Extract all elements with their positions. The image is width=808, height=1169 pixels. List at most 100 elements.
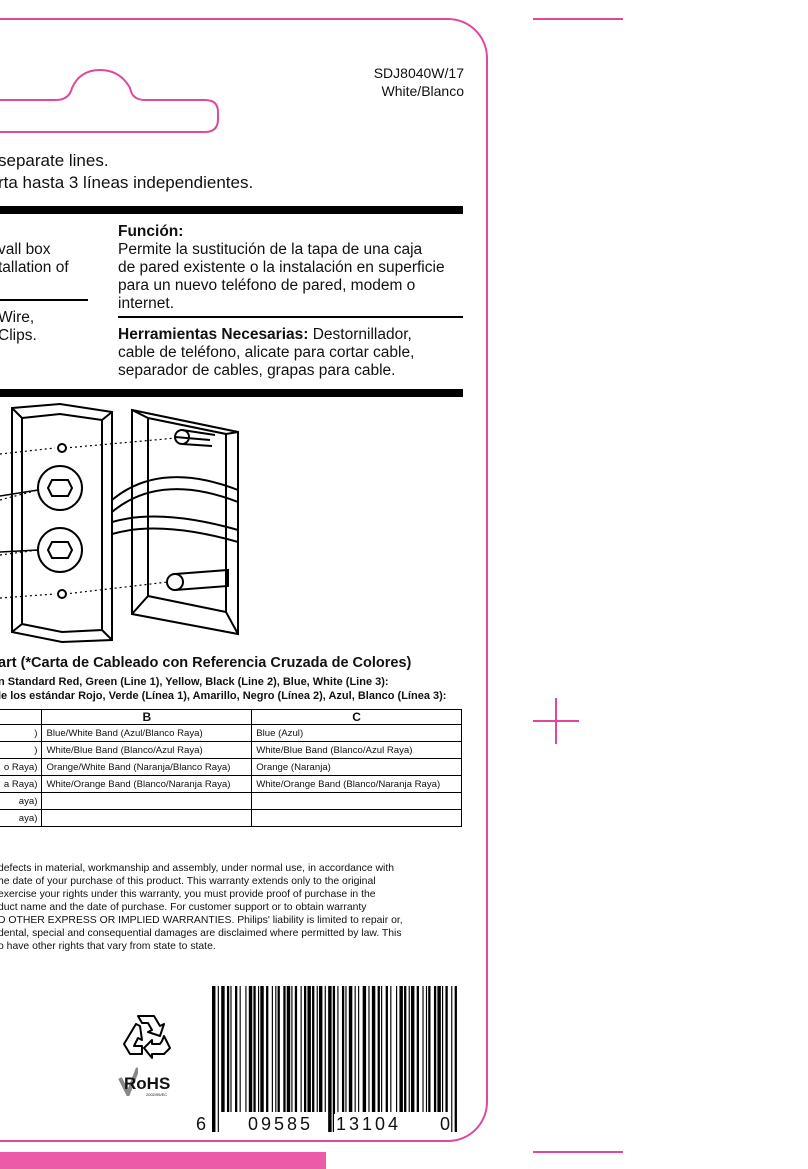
table-row: ) Blue/White Band (Azul/Blanco Raya) Blu… — [0, 724, 462, 742]
spanish-divider — [118, 316, 463, 318]
funcion-line-1: Permite la sustitución de la tapa de una… — [118, 241, 423, 258]
recycle-icon — [123, 1015, 171, 1059]
english-tools-text: Wire, Clips. — [0, 309, 37, 344]
chart-subtitle-en: n Standard Red, Green (Line 1), Yellow, … — [0, 676, 389, 688]
barcode-bar — [348, 986, 353, 1112]
product-sku-block: SDJ8040W/17 White/Blanco — [374, 64, 464, 100]
barcode-bar — [221, 986, 225, 1112]
barcode-bar — [294, 986, 298, 1112]
funcion-line-3: para un nuevo teléfono de pared, modem o — [118, 277, 416, 294]
barcode-bar — [212, 986, 216, 1132]
barcode-check-digit: 0 — [440, 1114, 451, 1134]
headline: separate lines. rta hasta 3 líneas indep… — [0, 150, 253, 194]
barcode-bar — [354, 986, 356, 1112]
herramientas-line-3: separador de cables, grapas para cable. — [118, 362, 396, 379]
barcode-bar — [304, 986, 307, 1112]
registration-mark-v — [555, 698, 557, 744]
chart-title: art (*Carta de Cableado con Referencia C… — [0, 655, 412, 671]
headline-line-2: rta hasta 3 líneas independientes. — [0, 173, 254, 192]
hang-tab-outline — [0, 68, 219, 133]
rohs-label: RoHS — [124, 1074, 171, 1093]
funcion-line-4: internet. — [118, 295, 175, 312]
barcode-bar — [286, 986, 291, 1112]
barcode-bar — [271, 986, 273, 1112]
herramientas-section: Herramientas Necesarias: Destornillador,… — [118, 326, 468, 380]
barcode-bar — [245, 986, 247, 1112]
barcode-bar — [371, 986, 376, 1112]
herramientas-line-2: cable de teléfono, alicate para cortar c… — [118, 344, 415, 361]
wall-plate-illustration — [0, 402, 239, 644]
barcode-bar — [316, 986, 318, 1112]
rohs-sub: 2002/95/EC — [146, 1092, 168, 1097]
barcode-bar — [291, 986, 293, 1112]
barcode-bar — [454, 986, 457, 1132]
table-header-row: B C — [0, 709, 462, 725]
barcode-left-group: 09585 — [246, 1114, 316, 1135]
barcode-bar — [437, 986, 441, 1112]
column-header-a — [0, 709, 43, 725]
column-header-c: C — [251, 709, 462, 725]
warranty-text: defects in material, workmanship and ass… — [0, 863, 403, 952]
barcode-bar — [396, 986, 398, 1112]
table-row: ) White/Blue Band (Blanco/Azul Raya) Whi… — [0, 741, 462, 759]
english-divider — [0, 299, 88, 301]
rohs-check-icon — [118, 1067, 138, 1096]
table-row: aya) — [0, 792, 462, 810]
barcode-bar — [442, 986, 444, 1112]
barcode-bar — [275, 986, 277, 1112]
barcode-bar — [307, 986, 311, 1112]
barcode-bar — [217, 986, 219, 1132]
barcode-bar — [390, 986, 392, 1112]
english-function-text: vall box tallation of — [0, 241, 69, 276]
barcode-bar — [428, 986, 431, 1112]
barcode-bar — [230, 986, 232, 1112]
product-sku: SDJ8040W/17 — [373, 65, 464, 81]
barcode-bar — [368, 986, 370, 1112]
barcode-first-digit: 6 — [196, 1114, 207, 1134]
barcode-bar — [381, 986, 383, 1112]
barcode-bar — [260, 986, 264, 1112]
barcode-bar — [248, 986, 253, 1112]
herramientas-title: Herramientas Necesarias: — [118, 326, 309, 343]
barcode-bar — [266, 986, 269, 1112]
section-rule-top — [0, 206, 463, 214]
barcode-bar — [358, 986, 360, 1112]
product-color: White/Blanco — [381, 83, 464, 99]
barcode-bar — [235, 986, 238, 1112]
crop-mark-bottom — [533, 1151, 623, 1153]
barcode-bar — [324, 986, 326, 1112]
pink-bottom-bar — [0, 1152, 326, 1169]
barcode-bar — [337, 986, 339, 1112]
barcode-bar — [416, 986, 419, 1112]
barcode-bar — [226, 986, 230, 1112]
barcode-bar — [362, 986, 367, 1112]
rohs-logo: RoHS 2002/95/EC — [118, 1066, 180, 1100]
barcode-bar — [283, 986, 286, 1112]
funcion-title: Función: — [118, 223, 184, 240]
wiring-chart-table: B C ) Blue/White Band (Azul/Blanco Raya)… — [0, 709, 462, 827]
barcode-bar — [312, 986, 315, 1112]
barcode-bar — [253, 986, 256, 1112]
table-row: aya) — [0, 809, 462, 827]
barcode-bar — [377, 986, 380, 1112]
table-row: a Raya) White/Orange Band (Blanco/Naranj… — [0, 775, 462, 793]
barcode-bar — [451, 986, 453, 1132]
package-outline — [0, 18, 488, 1142]
headline-line-1: separate lines. — [0, 151, 109, 170]
herramientas-line-1: Destornillador, — [308, 326, 412, 343]
funcion-section: Función: Permite la sustitución de la ta… — [118, 223, 468, 313]
barcode-bar — [422, 986, 424, 1112]
chart-subtitle-es: le los estándar Rojo, Verde (Línea 1), A… — [0, 690, 447, 702]
barcode-bar — [408, 986, 410, 1112]
table-row: o Raya) Orange/White Band (Naranja/Blanc… — [0, 758, 462, 776]
barcode-bar — [399, 986, 403, 1112]
barcode-bar — [425, 986, 428, 1112]
barcode-right-group: 13104 — [334, 1114, 404, 1135]
barcode-bar — [445, 986, 448, 1112]
barcode-bar — [404, 986, 407, 1112]
column-header-b: B — [41, 709, 253, 725]
funcion-line-2: de pared existente o la instalación en s… — [118, 259, 445, 276]
barcode-bar — [385, 986, 388, 1112]
crop-mark-top — [533, 18, 623, 20]
barcode-bar — [277, 986, 280, 1112]
